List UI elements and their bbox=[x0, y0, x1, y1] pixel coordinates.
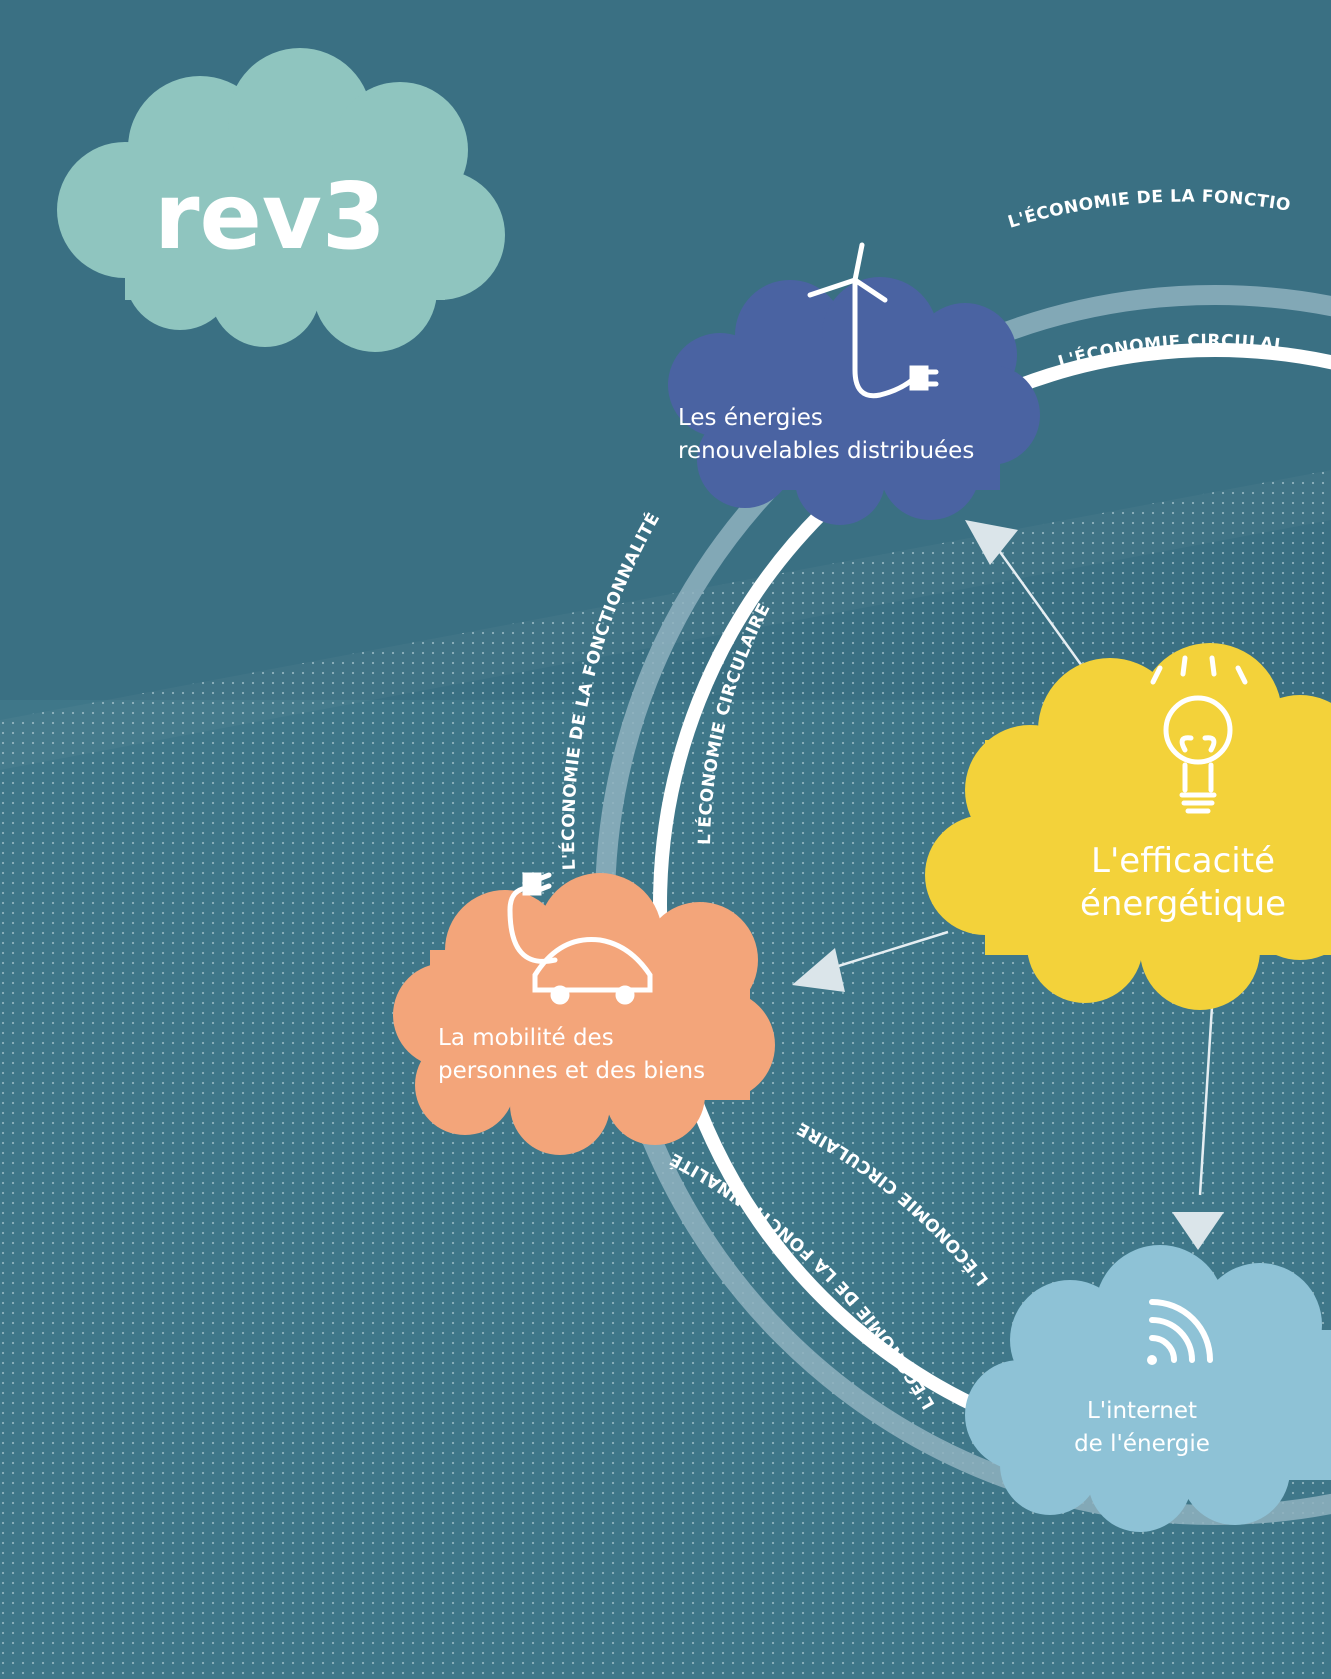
node-internet: L'internet de l'énergie bbox=[965, 1245, 1331, 1532]
logo-cloud bbox=[57, 48, 505, 352]
internet-label-line1: L'internet bbox=[1087, 1398, 1197, 1424]
renewables-label-line2: renouvelables distribuées bbox=[678, 438, 974, 464]
node-mobility: La mobilité des personnes et des biens bbox=[393, 872, 775, 1155]
arrow-to-internet bbox=[1172, 974, 1224, 1250]
efficiency-label-line2: énergétique bbox=[1080, 884, 1286, 924]
efficiency-label-line1: L'efficacité bbox=[1091, 841, 1275, 881]
arrow-to-mobility bbox=[792, 930, 949, 992]
light-bulb-icon bbox=[1150, 655, 1248, 814]
mobility-cloud bbox=[393, 873, 775, 1155]
mobility-label-line1: La mobilité des bbox=[438, 1025, 614, 1051]
logo-text: rev3 bbox=[154, 163, 386, 270]
internet-label-line2: de l'énergie bbox=[1074, 1431, 1210, 1457]
wind-turbine-plug-icon bbox=[807, 242, 939, 399]
wifi-signal-icon bbox=[1147, 1299, 1213, 1365]
internet-cloud bbox=[965, 1245, 1331, 1532]
electric-car-icon bbox=[507, 872, 653, 1005]
renewables-label-line1: Les énergies bbox=[678, 405, 823, 431]
renewables-cloud bbox=[668, 277, 1040, 525]
mobility-label-line2: personnes et des biens bbox=[438, 1058, 705, 1084]
node-renewables: Les énergies renouvelables distribuées bbox=[668, 242, 1040, 525]
node-efficiency: L'efficacité énergétique bbox=[925, 643, 1331, 1010]
logo: rev3 bbox=[57, 48, 505, 352]
